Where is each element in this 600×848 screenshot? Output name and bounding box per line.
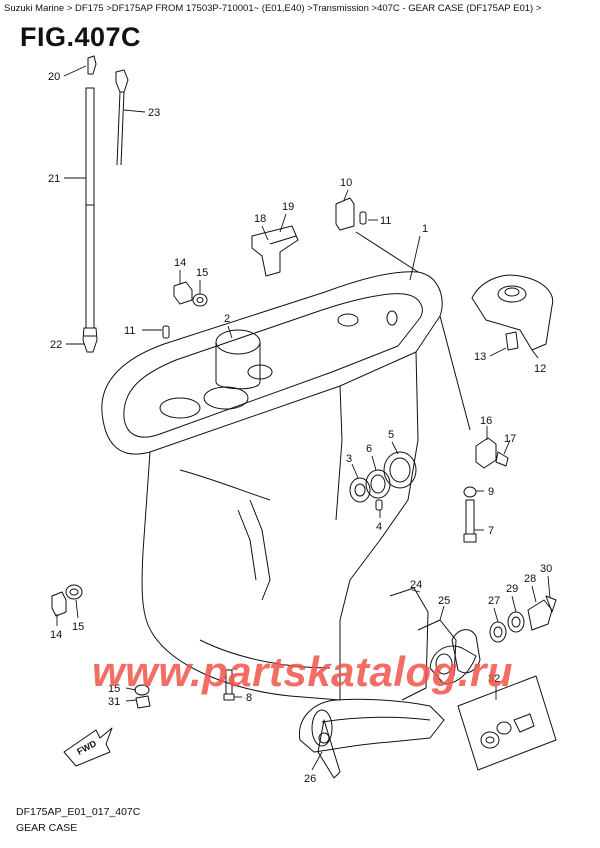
callout-28: 28 bbox=[524, 573, 536, 585]
footer-name: GEAR CASE bbox=[16, 822, 78, 834]
callout-11-upper: 11 bbox=[380, 215, 391, 227]
callout-14-upper: 14 bbox=[174, 257, 186, 269]
callout-30: 30 bbox=[540, 563, 552, 575]
figure-title: FIG.407C bbox=[20, 22, 142, 52]
callout-26: 26 bbox=[304, 773, 316, 785]
callout-18: 18 bbox=[254, 213, 266, 225]
callout-19: 19 bbox=[282, 201, 294, 213]
rod-part bbox=[82, 55, 98, 353]
callout-3: 3 bbox=[346, 453, 352, 465]
clip-part bbox=[251, 225, 299, 277]
plug-lower bbox=[51, 584, 83, 617]
callout-16: 16 bbox=[480, 415, 492, 427]
callout-1: 1 bbox=[422, 223, 428, 235]
callout-31: 31 bbox=[108, 696, 120, 708]
callout-24: 24 bbox=[410, 579, 422, 591]
fwd-arrow-icon bbox=[63, 727, 113, 767]
callout-15-drain: 15 bbox=[108, 683, 120, 695]
callout-8: 8 bbox=[246, 692, 252, 704]
breadcrumb[interactable]: Suzuki Marine > DF175 >DF175AP FROM 1750… bbox=[4, 3, 542, 14]
footer-code: DF175AP_E01_017_407C bbox=[16, 806, 141, 818]
callout-27: 27 bbox=[488, 595, 500, 607]
gear-case-body bbox=[101, 231, 471, 701]
callout-6: 6 bbox=[366, 443, 372, 455]
cable-part bbox=[115, 69, 129, 166]
callout-22: 22 bbox=[50, 339, 62, 351]
callout-4: 4 bbox=[376, 521, 382, 533]
callout-15-upper: 15 bbox=[196, 267, 208, 279]
callout-9: 9 bbox=[488, 486, 494, 498]
stub-pin bbox=[162, 325, 170, 339]
callout-32: 32 bbox=[488, 673, 500, 685]
leader-lines bbox=[56, 65, 551, 771]
prop-shaft-group bbox=[389, 587, 557, 701]
washer-bolt bbox=[463, 486, 477, 543]
trim-tab bbox=[471, 274, 554, 351]
callout-7: 7 bbox=[488, 525, 494, 537]
callout-15-lower: 15 bbox=[72, 621, 84, 633]
callout-17: 17 bbox=[504, 433, 516, 445]
hardware-box bbox=[457, 675, 557, 771]
block-part bbox=[475, 437, 509, 469]
callout-13: 13 bbox=[474, 351, 486, 363]
callout-25: 25 bbox=[438, 595, 450, 607]
callout-10: 10 bbox=[340, 177, 352, 189]
callout-5: 5 bbox=[388, 429, 394, 441]
watermark: www.partskatalog.ru bbox=[92, 648, 514, 695]
callout-14-lower: 14 bbox=[50, 629, 62, 641]
callout-12: 12 bbox=[534, 363, 546, 375]
bolt-part bbox=[223, 669, 235, 701]
dowel-pin bbox=[335, 197, 367, 231]
callout-23: 23 bbox=[148, 107, 160, 119]
propeller bbox=[298, 698, 445, 779]
callout-11-left: 11 bbox=[124, 325, 135, 337]
callout-2: 2 bbox=[224, 313, 230, 325]
callout-21: 21 bbox=[48, 173, 60, 185]
callout-29: 29 bbox=[506, 583, 518, 595]
callout-20: 20 bbox=[48, 71, 60, 83]
plug-upper bbox=[173, 281, 208, 307]
bearing-assembly bbox=[349, 451, 417, 511]
